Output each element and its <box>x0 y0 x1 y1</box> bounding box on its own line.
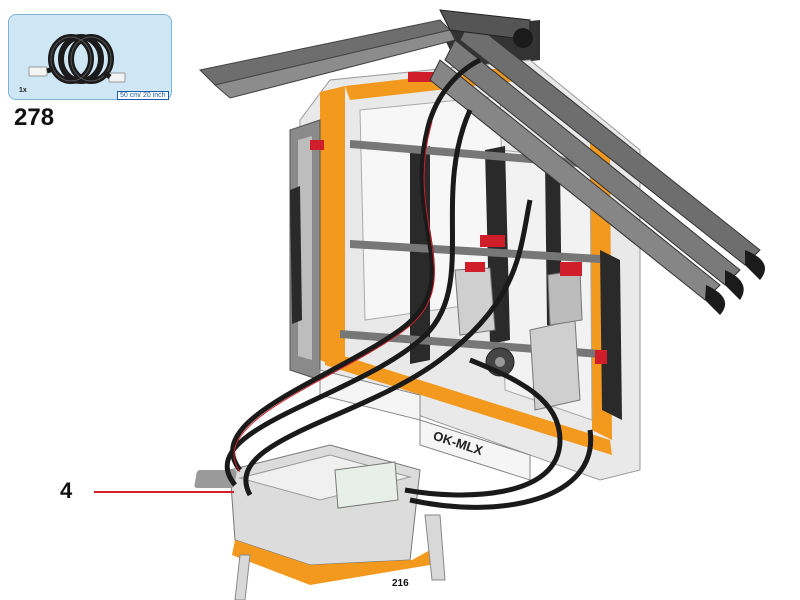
callout-number: 4 <box>60 478 73 503</box>
step-number: 278 <box>14 104 55 131</box>
page-number: 216 <box>392 578 409 589</box>
cable-length-label: 50 cm/ 20 inch <box>117 91 169 100</box>
callout-line <box>94 491 234 493</box>
part-quantity: 1x <box>19 87 27 94</box>
parts-list-box: 1x 50 cm/ 20 inch <box>8 14 172 100</box>
cable-icon <box>28 34 126 84</box>
